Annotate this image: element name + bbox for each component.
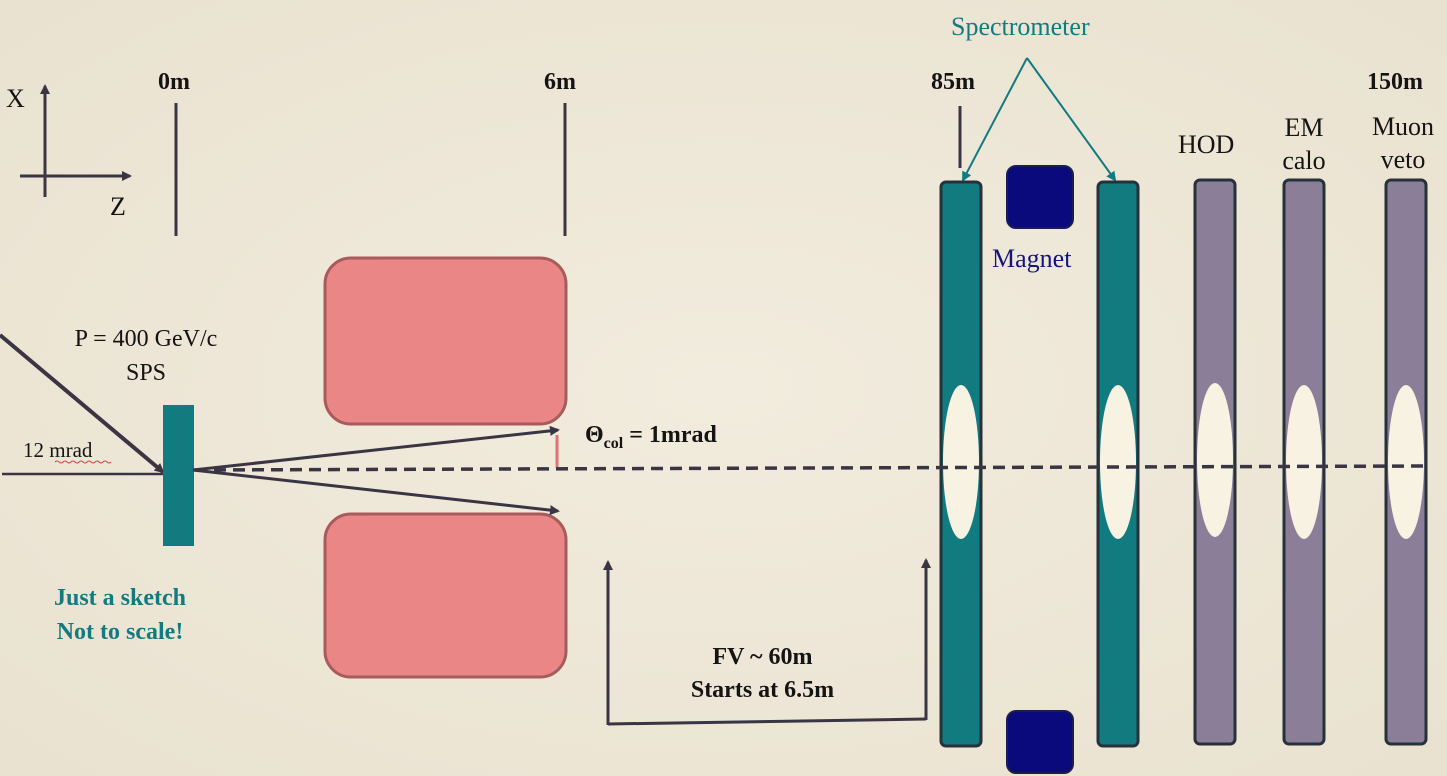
beam-hole-em-calo	[1286, 385, 1322, 539]
magnet-label: Magnet	[992, 244, 1072, 273]
fiducial-volume-label-line1: FV ~ 60m	[712, 644, 813, 670]
z-axis-label: Z	[110, 192, 126, 221]
spectrometer-pointer-left	[962, 57, 1028, 182]
beam-axis-dashed	[194, 464, 1426, 472]
beam-hole-hod	[1197, 383, 1233, 537]
position-label-150m: 150m	[1367, 69, 1423, 95]
theta-value: = 1mrad	[623, 422, 717, 448]
beam-hole-spectrometer-2	[1100, 385, 1136, 539]
em-calo-label-line2: calo	[1282, 146, 1326, 175]
position-label-6m: 6m	[544, 69, 576, 95]
cone-lower-arrow	[192, 468, 560, 516]
collimator-upper	[323, 256, 568, 426]
beam-hole-muon-veto	[1388, 385, 1424, 539]
fiducial-volume-bracket	[607, 717, 927, 726]
hod-label: HOD	[1178, 130, 1235, 159]
theta-symbol: Θ	[585, 422, 604, 448]
collimation-angle-label: Θcol = 1mrad	[585, 422, 717, 453]
beam-momentum-label: P = 400 GeV/c	[74, 326, 218, 352]
magnet-lower	[1006, 710, 1074, 774]
target	[163, 405, 194, 546]
collimator-lower	[323, 512, 568, 679]
sketch-note-line2: Not to scale!	[56, 619, 184, 645]
spellcheck-squiggle	[54, 460, 112, 464]
muon-veto-label-line2: veto	[1380, 145, 1426, 174]
magnet-upper	[1006, 165, 1074, 229]
em-calo-label-line1: EM	[1284, 113, 1324, 142]
sketch-note-line1: Just a sketch	[53, 585, 186, 611]
spectrometer-pointer-right	[1026, 57, 1117, 182]
spectrometer-label: Spectrometer	[951, 12, 1090, 41]
fiducial-volume-label-line2: Starts at 6.5m	[690, 677, 835, 703]
position-label-85m: 85m	[931, 69, 975, 95]
x-axis-label: X	[6, 84, 25, 113]
beam-source-label: SPS	[125, 360, 167, 386]
cone-upper-arrow	[192, 425, 560, 472]
incoming-beam-line	[0, 333, 165, 474]
beam-hole-spectrometer-1	[943, 385, 979, 539]
theta-subscript: col	[603, 434, 624, 452]
position-label-0m: 0m	[158, 69, 190, 95]
muon-veto-label-line1: Muon	[1371, 112, 1435, 141]
beam-angle-label: 12 mrad	[23, 438, 93, 462]
